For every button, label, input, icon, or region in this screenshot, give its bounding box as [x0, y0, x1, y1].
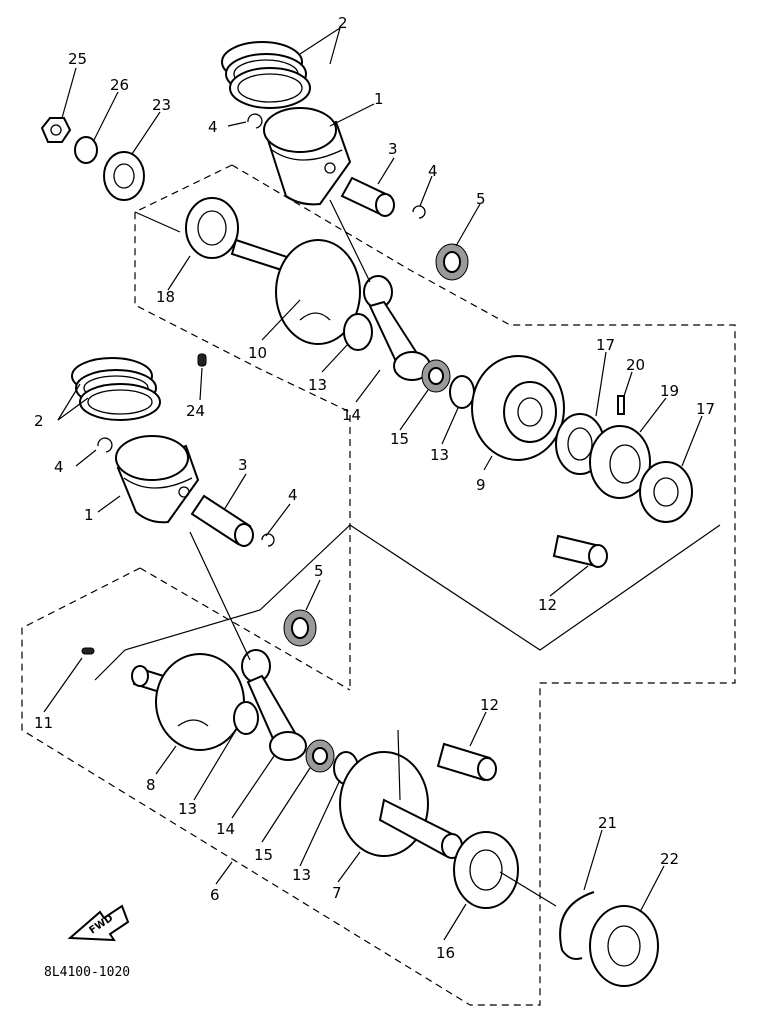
piston-rings-upper: [221, 41, 311, 109]
callout-22: 22: [660, 850, 679, 868]
piston-lower: [115, 435, 200, 524]
callout-10: 10: [248, 344, 267, 362]
callout-18: 18: [156, 288, 175, 306]
dowel-pin-20: [617, 395, 625, 415]
piston-pin-upper: [340, 176, 395, 217]
lower-crank-assembly-outline: [21, 567, 471, 1006]
crank-half-left-upper: [185, 197, 361, 345]
pin-clip-upper-right: [412, 205, 426, 219]
crank-half-right-7: [339, 751, 463, 859]
needle-bearing-15b: [305, 739, 335, 773]
callout-20: 20: [626, 356, 645, 374]
upper-crank-assembly-outline: [134, 164, 736, 1006]
callout-9: 9: [476, 476, 486, 494]
callout-13-upper-b: 13: [430, 446, 449, 464]
bearing-16: [453, 831, 519, 909]
callout-3-lower: 3: [238, 456, 248, 474]
fwd-arrow-icon: FWD: [67, 904, 130, 942]
thrust-washer-13a: [343, 313, 373, 351]
needle-bearing-upper: [435, 243, 469, 281]
callout-13-upper-a: 13: [308, 376, 327, 394]
callout-15-lower: 15: [254, 846, 273, 864]
piston-pin-lower: [190, 494, 254, 547]
connecting-rod-lower: [241, 649, 307, 761]
key-11: [81, 647, 95, 655]
drawing-code: 8L4100-1020: [44, 965, 130, 980]
crank-pin-12b: [436, 742, 497, 782]
callout-14-upper: 14: [342, 406, 361, 424]
callout-3-upper: 3: [388, 140, 398, 158]
pin-clip-lower-left: [97, 437, 113, 453]
callout-17-left: 17: [596, 336, 615, 354]
thrust-washer-13c: [233, 701, 259, 735]
pin-clip-upper-left: [247, 113, 263, 129]
thrust-washer-13b: [449, 375, 475, 409]
callout-4-upper-left: 4: [208, 118, 218, 136]
callout-2-lower: 2: [34, 412, 44, 430]
oil-seal-22: [589, 905, 659, 987]
connecting-rod-upper: [363, 275, 431, 381]
callout-19: 19: [660, 382, 679, 400]
circlip-21: [559, 891, 595, 960]
key-24: [197, 353, 207, 367]
callout-1-lower: 1: [84, 506, 94, 524]
callout-23: 23: [152, 96, 171, 114]
callout-4-upper-right: 4: [428, 162, 438, 180]
crank-half-left-8: [131, 653, 245, 751]
callout-24: 24: [186, 402, 205, 420]
callout-12-lower: 12: [480, 696, 499, 714]
pin-clip-lower-right: [261, 533, 275, 547]
callout-4-lower-left: 4: [54, 458, 64, 476]
bearing-housing-19: [589, 425, 651, 499]
needle-bearing-15a: [421, 359, 451, 393]
callout-6: 6: [210, 886, 220, 904]
crank-half-right-9: [471, 355, 565, 461]
callout-7: 7: [332, 884, 342, 902]
callout-8: 8: [146, 776, 156, 794]
callout-16: 16: [436, 944, 455, 962]
leader-lines: [43, 27, 703, 941]
callout-13-lower-b: 13: [292, 866, 311, 884]
callout-17-right: 17: [696, 400, 715, 418]
callout-13-lower-a: 13: [178, 800, 197, 818]
callout-labels: 2 25 26 23 1 4 3 4 5 18 10 24 13 14 15 1…: [34, 14, 715, 962]
callout-12-upper: 12: [538, 596, 557, 614]
group-connector-line: [94, 524, 721, 681]
callout-26: 26: [110, 76, 129, 94]
callout-21: 21: [598, 814, 617, 832]
callout-15-upper: 15: [390, 430, 409, 448]
crank-pin-12a: [552, 534, 608, 568]
piston-rings-lower: [71, 357, 161, 421]
needle-bearing-lower: [283, 609, 317, 647]
piston-upper: [263, 107, 352, 206]
callout-1-upper: 1: [374, 90, 384, 108]
callout-14-lower: 14: [216, 820, 235, 838]
callout-2-upper: 2: [338, 14, 348, 32]
nut-washer-bearing-23: [40, 117, 145, 201]
callout-25: 25: [68, 50, 87, 68]
callout-5-upper: 5: [476, 190, 486, 208]
callout-5-lower: 5: [314, 562, 324, 580]
callout-11: 11: [34, 714, 53, 732]
bearing-17b: [639, 461, 693, 523]
callout-4-lower-right: 4: [288, 486, 298, 504]
